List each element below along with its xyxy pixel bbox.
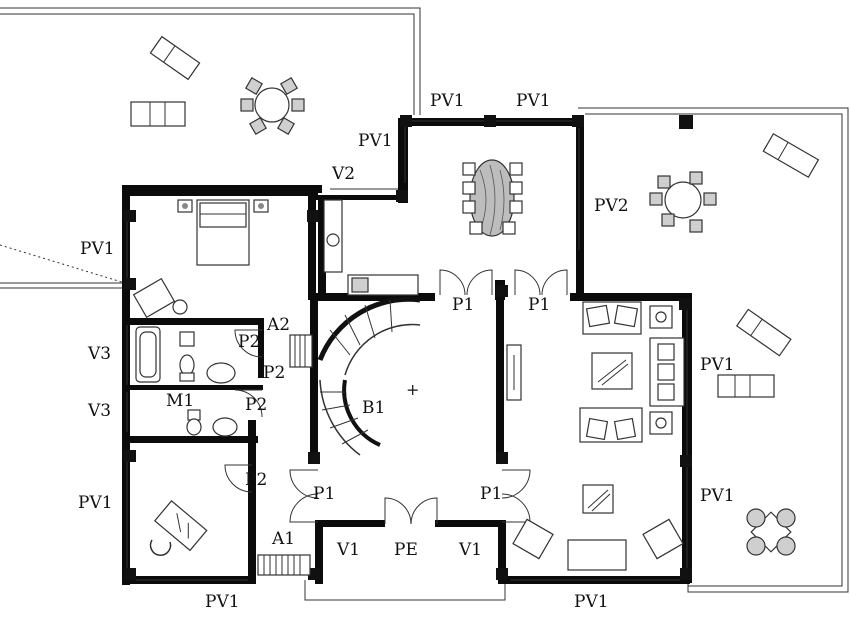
- terrace-square-table: [746, 508, 796, 556]
- label-m1: M1: [166, 391, 194, 411]
- label-v3-b: V3: [87, 401, 111, 421]
- label-pv1-top-a: PV1: [430, 91, 465, 111]
- svg-text:+: +: [406, 380, 419, 399]
- labels: PV1 PV1 PV1 V2 PV2 PV1 A2 P2 P2 P2 P2 P1…: [78, 91, 735, 612]
- label-pv1-bottom-a: PV1: [205, 592, 240, 612]
- label-pv1-left-lower: PV1: [78, 493, 113, 513]
- coffee-table: [591, 352, 633, 390]
- label-pv1-right-a: PV1: [700, 355, 735, 375]
- armchairs-bottom: [512, 518, 684, 571]
- walls: [122, 118, 692, 585]
- label-p1-d: P1: [480, 484, 502, 504]
- label-p1-b: P1: [528, 295, 550, 315]
- label-v1-a: V1: [336, 540, 360, 560]
- service-stair-a1: [257, 554, 311, 576]
- terrace-round-table-2: [649, 171, 717, 233]
- terrace-lounger-3: [762, 133, 820, 178]
- label-a1: A1: [271, 529, 295, 549]
- label-p1-a: P1: [452, 295, 474, 315]
- sideboard: [506, 344, 522, 401]
- bedroom-armchair: [132, 277, 188, 319]
- label-p1-c: P1: [313, 484, 335, 504]
- living-sofa-bottom: [579, 407, 643, 443]
- label-p2-b: P2: [263, 363, 285, 383]
- label-v3-a: V3: [87, 344, 111, 364]
- terrace-bottom-entrance: [304, 580, 506, 601]
- label-p2-d: P2: [245, 470, 267, 490]
- label-v2: V2: [331, 164, 355, 184]
- kitchen-counter: [323, 199, 419, 296]
- label-pv1-right-b: PV1: [700, 486, 735, 506]
- service-stair-a2: [289, 334, 313, 368]
- windows: [126, 120, 688, 581]
- label-pv1-bottom-b: PV1: [574, 592, 609, 612]
- label-b1: B1: [362, 398, 385, 418]
- label-p2-a: P2: [238, 332, 260, 352]
- office-chair: [149, 539, 172, 556]
- living-sofa-right: [649, 337, 685, 407]
- terrace-round-table-1: [240, 76, 305, 136]
- doors: [224, 269, 568, 525]
- label-pv1-left-upper: PV1: [80, 239, 115, 259]
- terrace-top-left: [0, 7, 421, 289]
- label-p2-c: P2: [245, 395, 267, 415]
- terrace-lounger-4: [735, 308, 792, 357]
- terrace-lounger-2: [130, 101, 186, 127]
- staircase: +: [317, 296, 421, 456]
- terrace-lounger-5: [717, 374, 775, 398]
- terrace-lounger-1: [149, 35, 201, 81]
- bathtub: [135, 326, 161, 383]
- dining-table: [462, 159, 523, 237]
- columns: [124, 115, 693, 580]
- bed: [177, 199, 269, 266]
- terrace-right: [578, 107, 849, 593]
- dining-square-table: [582, 484, 614, 514]
- office-desk: [153, 500, 208, 552]
- bath-fixtures: [179, 331, 238, 437]
- living-side-tables: [649, 305, 673, 435]
- label-v1-b: V1: [458, 540, 482, 560]
- label-pe: PE: [394, 540, 418, 560]
- living-sofa-top: [582, 301, 642, 335]
- label-pv1-left-tower: PV1: [358, 131, 393, 151]
- label-pv1-top-b: PV1: [516, 91, 551, 111]
- label-a2: A2: [266, 315, 290, 335]
- label-pv2: PV2: [594, 196, 629, 216]
